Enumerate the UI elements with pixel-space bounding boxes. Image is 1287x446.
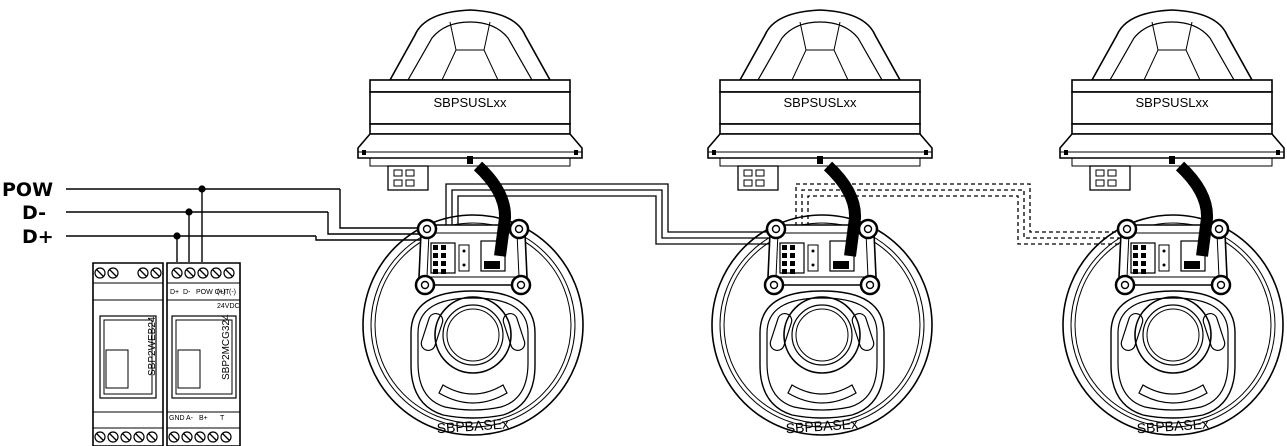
sensor-1: SBPBASEx SBPSUSLxx [357, 9, 585, 437]
sensor-base-1 [361, 213, 585, 437]
terminal-label-t: T [220, 415, 225, 422]
sensor-cable-1 [473, 161, 511, 257]
sensor-head-label-2: SBPSUSLxx [784, 95, 857, 110]
sensor-base-3 [1061, 213, 1285, 437]
sensor-base-label-2: SBPBASEx [785, 415, 858, 436]
sensor-cable-2 [823, 161, 861, 257]
sensor-base-2 [710, 213, 934, 437]
junction-dot [173, 232, 181, 240]
link-sensor2-sensor3 [795, 183, 1132, 245]
supply-label: 24VDC [217, 303, 240, 310]
sensor-head-label-1: SBPSUSLxx [434, 95, 507, 110]
bus-wires [66, 188, 430, 262]
module-left-label: SBP2WEB24 [147, 316, 158, 376]
bus-label-pow: POW [2, 179, 53, 201]
terminal-label-b-plus: B+ [199, 415, 208, 422]
link-sensor1-sensor2 [445, 183, 780, 245]
sensor-3: SBPBASEx SBPSUSLxx [1059, 9, 1285, 437]
terminal-label-minus: (-) [229, 289, 236, 296]
terminal-label-d-plus: D+ [170, 289, 179, 296]
terminal-label-a-minus: A- [186, 415, 194, 422]
module-left: SBP2WEB24 [92, 262, 164, 446]
terminal-label-gnd: GND [169, 415, 185, 422]
terminal-label-pow-out: POW OUT [196, 289, 230, 296]
junction-dot [185, 208, 193, 216]
controller: SBP2WEB24 [92, 262, 241, 446]
terminal-label-d-minus: D- [183, 289, 191, 296]
bus-label-d-plus: D+ [22, 226, 54, 248]
module-right: D+ D- POW OUT (+) (-) 24VDC GND A- B+ T … [166, 262, 241, 446]
sensor-2: SBPBASEx SBPSUSLxx [707, 9, 934, 437]
sensor-base-label-3: SBPBASEx [1136, 415, 1209, 436]
bus-label-d-minus: D- [22, 202, 46, 224]
sensor-base-label-1: SBPBASEx [436, 415, 509, 436]
terminal-label-plus: (+) [217, 289, 226, 296]
sensor-head-label-3: SBPSUSLxx [1136, 95, 1209, 110]
sensor-cable-3 [1175, 161, 1213, 257]
module-right-label: SBP2MCG324 [221, 314, 232, 380]
junction-dot [198, 185, 206, 193]
